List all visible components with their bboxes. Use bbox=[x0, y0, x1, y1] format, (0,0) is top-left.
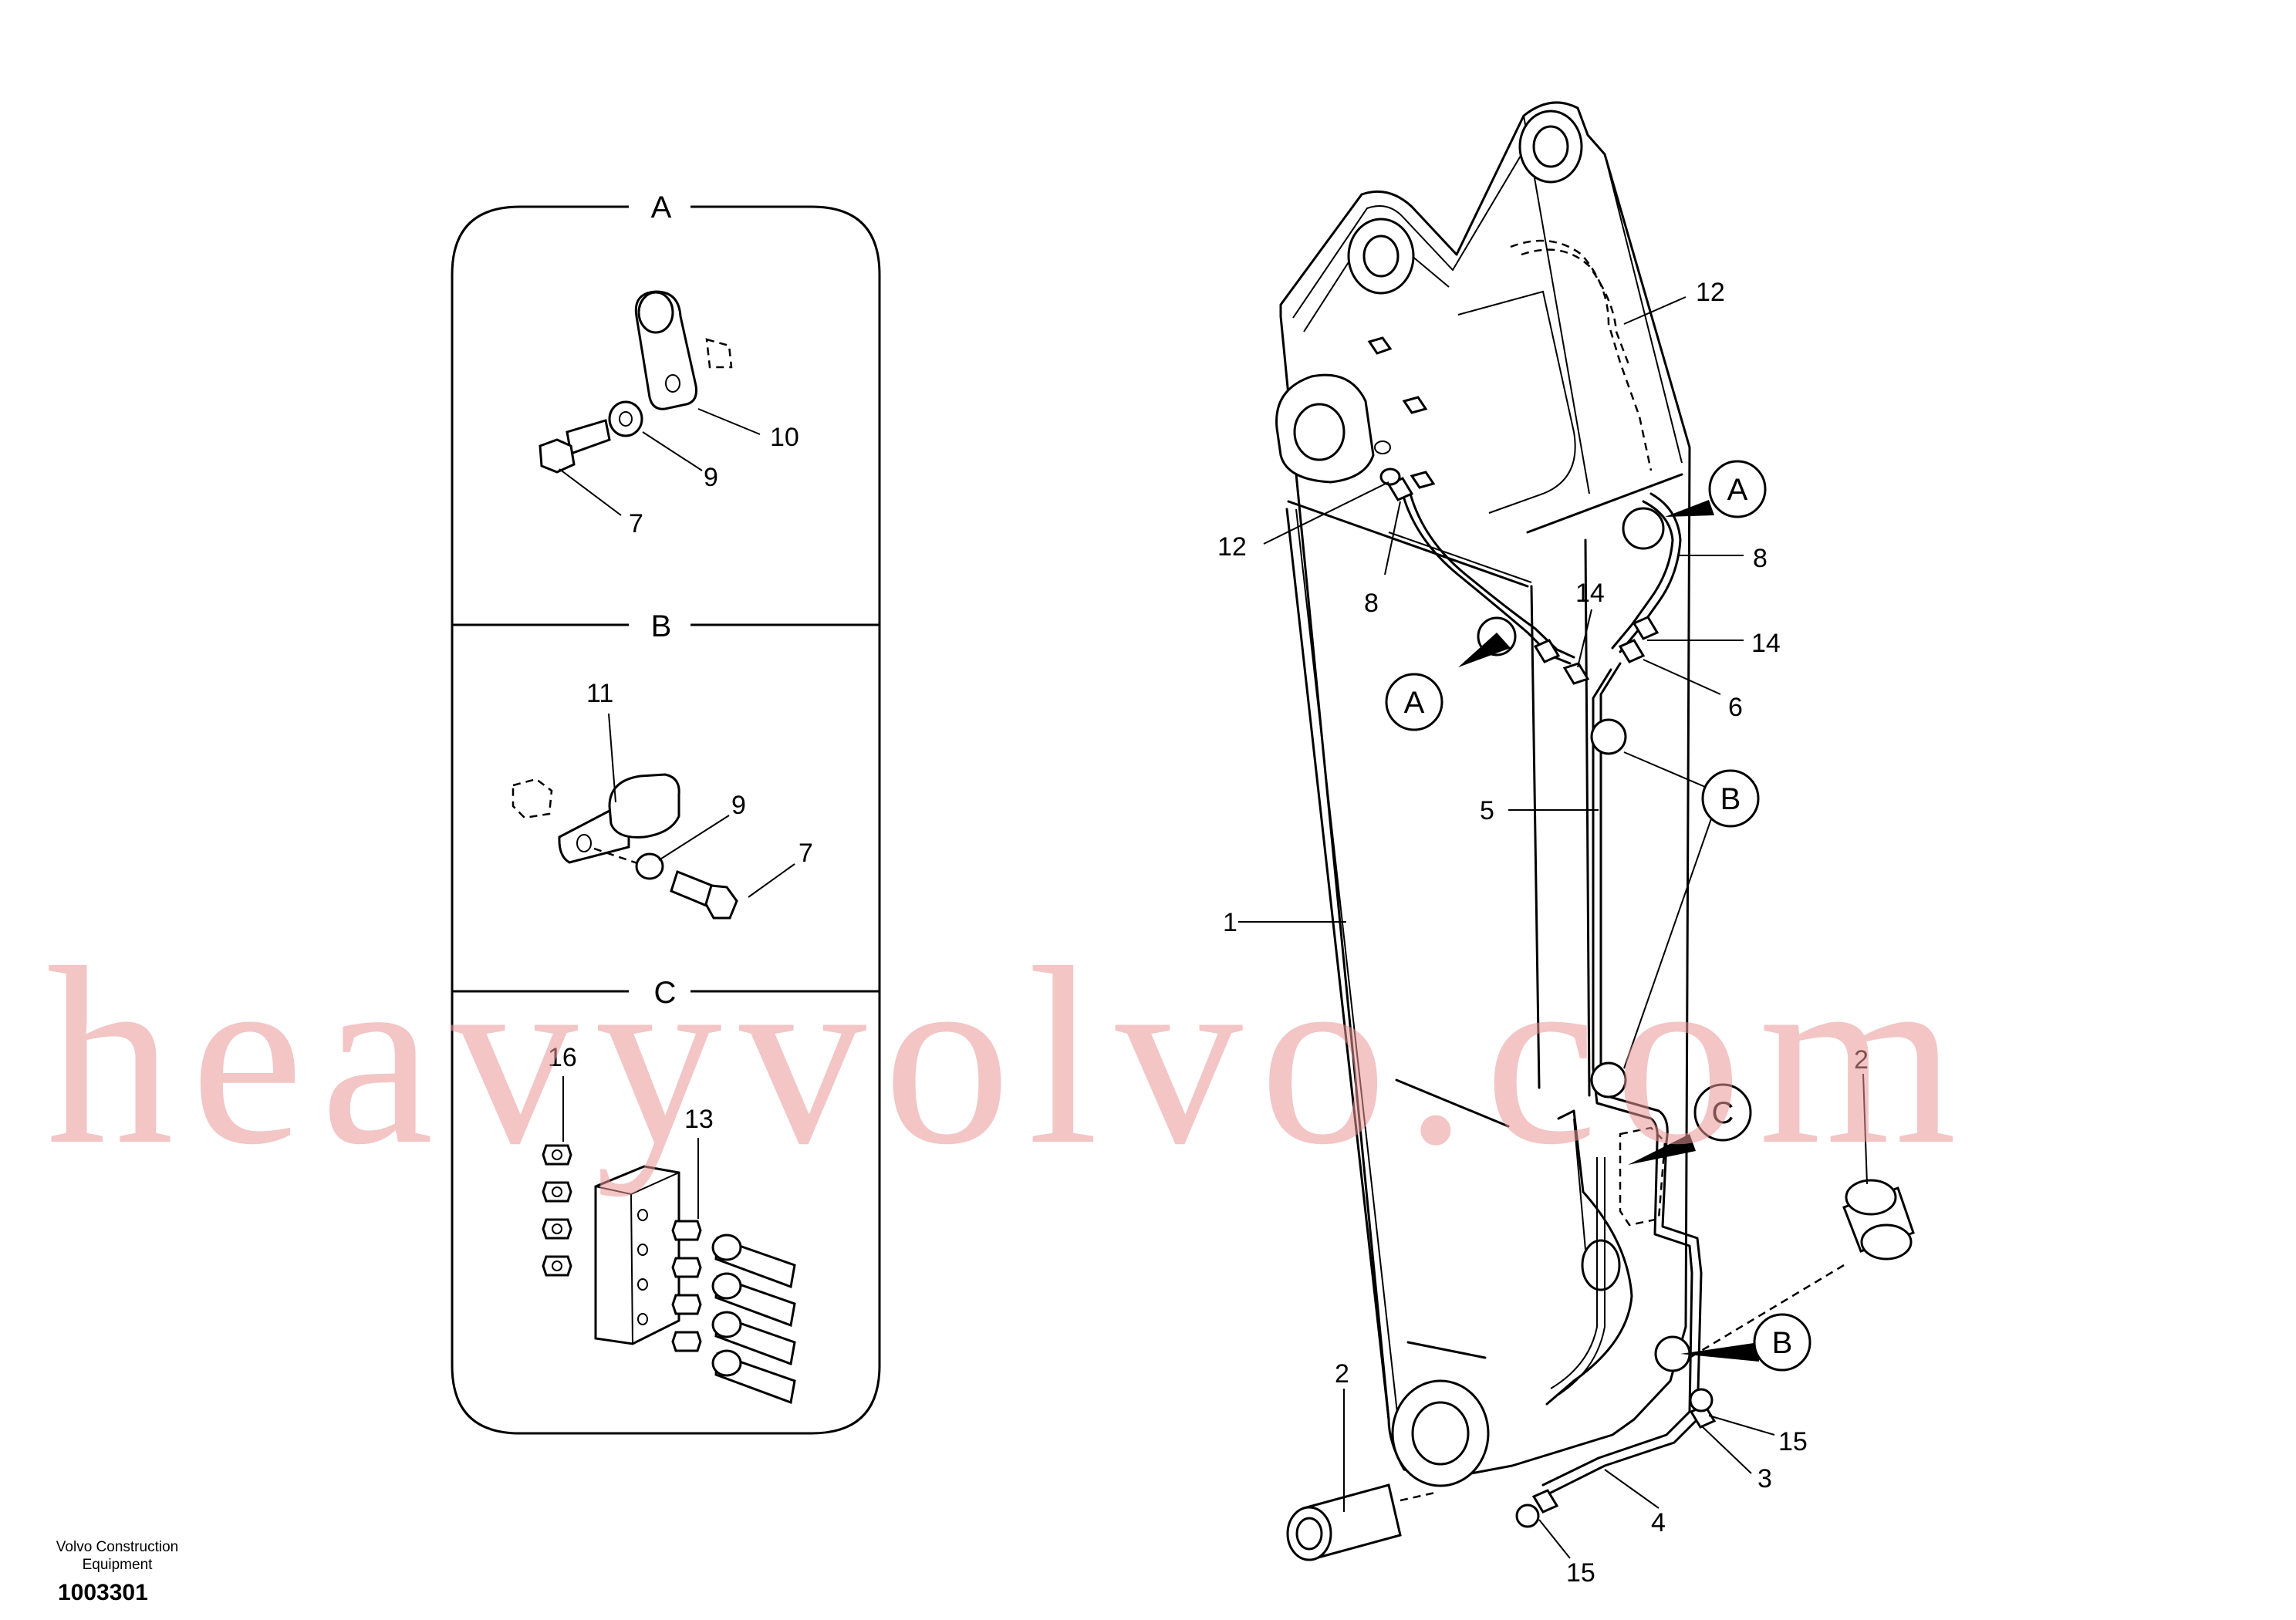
washer-a-drawing bbox=[608, 400, 643, 437]
marker-c-mid bbox=[1693, 1083, 1752, 1142]
brand-line-1: Volvo Construction bbox=[56, 1539, 179, 1555]
callout-14-right: 14 bbox=[1751, 629, 1781, 658]
marker-b-mid bbox=[1701, 769, 1760, 828]
boom-arm-drawing bbox=[1275, 101, 1691, 1487]
callout-12-top: 12 bbox=[1696, 278, 1725, 307]
marker-b-low bbox=[1753, 1313, 1811, 1372]
callout-15-right: 15 bbox=[1778, 1427, 1808, 1456]
bolt-b-drawing bbox=[670, 870, 738, 920]
section-b-label: B bbox=[651, 609, 672, 643]
callout-8-right: 8 bbox=[1753, 544, 1768, 573]
marker-a-left-label: A bbox=[1404, 686, 1425, 720]
callout-6: 6 bbox=[1728, 693, 1743, 722]
callout-8-left: 8 bbox=[1364, 589, 1379, 618]
detail-panel: A B C 10 9 7 bbox=[451, 189, 881, 1435]
callout-2-right: 2 bbox=[1854, 1045, 1869, 1075]
hose-routing-drawing bbox=[1379, 239, 1717, 1528]
callout-7-a: 7 bbox=[629, 509, 643, 538]
boom-callouts: 12 12 8 8 14 14 6 5 1 2 2 15 3 4 15 bbox=[1217, 278, 1869, 1588]
callout-10-a: 10 bbox=[770, 423, 799, 452]
marker-a-left bbox=[1385, 673, 1443, 731]
bushing-left-drawing bbox=[1286, 1483, 1436, 1561]
marker-a-top bbox=[1708, 460, 1767, 518]
marker-b-mid-label: B bbox=[1720, 782, 1741, 816]
fitting-set-drawing bbox=[671, 1220, 796, 1405]
callout-5: 5 bbox=[1480, 796, 1494, 825]
clamp-a-drawing bbox=[634, 290, 733, 410]
leader-lines bbox=[1238, 296, 1868, 1559]
callout-12-left: 12 bbox=[1217, 532, 1247, 562]
callout-11-b: 11 bbox=[586, 679, 613, 708]
bushing-right-drawing bbox=[1689, 1179, 1915, 1359]
callout-16-c: 16 bbox=[548, 1043, 577, 1072]
plug-set-drawing bbox=[542, 1144, 572, 1277]
callout-1: 1 bbox=[1223, 908, 1237, 937]
bolt-a-drawing bbox=[539, 419, 611, 474]
callout-9-a: 9 bbox=[704, 463, 718, 492]
marker-a-top-label: A bbox=[1727, 473, 1748, 507]
callout-7-b: 7 bbox=[799, 839, 813, 868]
callout-3: 3 bbox=[1757, 1464, 1772, 1493]
detail-arrows bbox=[1458, 500, 1759, 1362]
clamp-b-drawing bbox=[512, 773, 680, 867]
distribution-block-drawing bbox=[594, 1165, 680, 1345]
callout-4: 4 bbox=[1651, 1508, 1666, 1537]
drawing-number: 1003301 bbox=[58, 1580, 148, 1605]
marker-c-mid-label: C bbox=[1712, 1096, 1734, 1130]
section-c-label: C bbox=[654, 976, 677, 1010]
callout-14-left: 14 bbox=[1575, 579, 1605, 608]
callout-2-left: 2 bbox=[1335, 1359, 1349, 1389]
section-a-label: A bbox=[651, 191, 672, 224]
marker-b-low-label: B bbox=[1772, 1326, 1793, 1360]
washer-b-drawing bbox=[635, 852, 664, 880]
callout-9-b: 9 bbox=[731, 791, 746, 820]
brand-line-2: Equipment bbox=[82, 1557, 153, 1573]
callout-15-bottom: 15 bbox=[1566, 1558, 1595, 1588]
callout-13-c: 13 bbox=[684, 1105, 714, 1134]
